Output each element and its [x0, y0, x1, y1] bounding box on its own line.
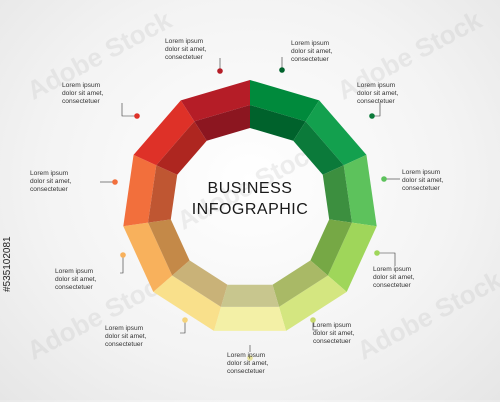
label-line: Lorem ipsum [105, 325, 144, 332]
label-line: dolor sit amet, [55, 275, 97, 283]
ring-segment-outer [123, 154, 157, 227]
label-dot [217, 68, 223, 74]
label-dot [112, 179, 118, 185]
title-line-2: INFOGRAPHIC [191, 201, 309, 218]
ring-segment-inner [148, 165, 178, 223]
label-line: consectetuer [165, 53, 203, 61]
label-line: dolor sit amet, [313, 329, 355, 337]
label-line: dolor sit amet, [227, 359, 269, 367]
label-line: Lorem ipsum [227, 352, 266, 359]
label-line: Lorem ipsum [55, 268, 94, 275]
leader-line [377, 252, 396, 266]
label-line: Lorem ipsum [165, 38, 204, 45]
ring-segment-outer [123, 222, 173, 292]
title-line-1: BUSINESS [207, 180, 293, 197]
label-line: Lorem ipsum [291, 40, 330, 47]
ring-segment-outer [305, 100, 367, 166]
label-dot [247, 355, 253, 361]
label-dot [381, 176, 387, 182]
label-line: Lorem ipsum [373, 266, 412, 273]
ring-segment-outer [133, 100, 195, 166]
ring-segment-inner [322, 165, 352, 223]
ring-segment-outer [327, 222, 377, 292]
label-line: consectetuer [373, 281, 411, 289]
label-line: Lorem ipsum [313, 322, 352, 329]
label-line: consectetuer [313, 337, 351, 345]
ring-segment-outer [153, 275, 221, 331]
label-line: consectetuer [62, 97, 100, 105]
label-line: consectetuer [105, 340, 143, 348]
label-line: consectetuer [227, 367, 265, 375]
label-dot [120, 252, 126, 258]
leader-lines [100, 57, 400, 361]
ring-segment-outer [213, 306, 287, 331]
label-dot [182, 317, 188, 323]
ring-segment-inner [220, 284, 280, 307]
leader-line [180, 320, 186, 334]
label-line: consectetuer [291, 55, 329, 63]
label-line: consectetuer [30, 185, 68, 193]
label-dot [310, 317, 316, 323]
ring-segment-inner [272, 260, 328, 307]
leader-line [121, 103, 137, 117]
ring-segment-inner [310, 219, 352, 276]
label-dot [279, 67, 285, 73]
leader-line [120, 255, 124, 274]
label-dot [134, 113, 140, 119]
ring-segment-outer [343, 154, 377, 227]
ring-segment-inner [172, 260, 228, 307]
label-line: Lorem ipsum [30, 170, 69, 177]
label-line: consectetuer [357, 97, 395, 105]
ring-segment-outer [180, 80, 250, 122]
label-line: dolor sit amet, [357, 89, 399, 97]
label-line: dolor sit amet, [62, 89, 104, 97]
label-line: Lorem ipsum [402, 169, 441, 176]
label-line: Lorem ipsum [62, 82, 101, 89]
label-line: dolor sit amet, [402, 176, 444, 184]
ring-segment-inner [250, 105, 306, 141]
label-line: dolor sit amet, [105, 332, 147, 340]
label-line: dolor sit amet, [165, 45, 207, 53]
ring-segment-inner [156, 121, 207, 175]
ring-segment-outer [250, 80, 320, 122]
leader-line [312, 320, 318, 331]
ring [123, 80, 377, 331]
label-line: dolor sit amet, [30, 177, 72, 185]
label-line: dolor sit amet, [291, 47, 333, 55]
ring-segment-inner [293, 121, 344, 175]
ring-segment-outer [279, 275, 347, 331]
label-line: consectetuer [402, 184, 440, 192]
label-line: dolor sit amet, [373, 273, 415, 281]
ring-segment-inner [148, 219, 190, 276]
label-line: consectetuer [55, 283, 93, 291]
label-dot [374, 250, 380, 256]
label-line: Lorem ipsum [357, 82, 396, 89]
stock-id: #535102081 [2, 236, 13, 292]
label-dot [369, 113, 375, 119]
ring-segment-inner [194, 105, 250, 141]
